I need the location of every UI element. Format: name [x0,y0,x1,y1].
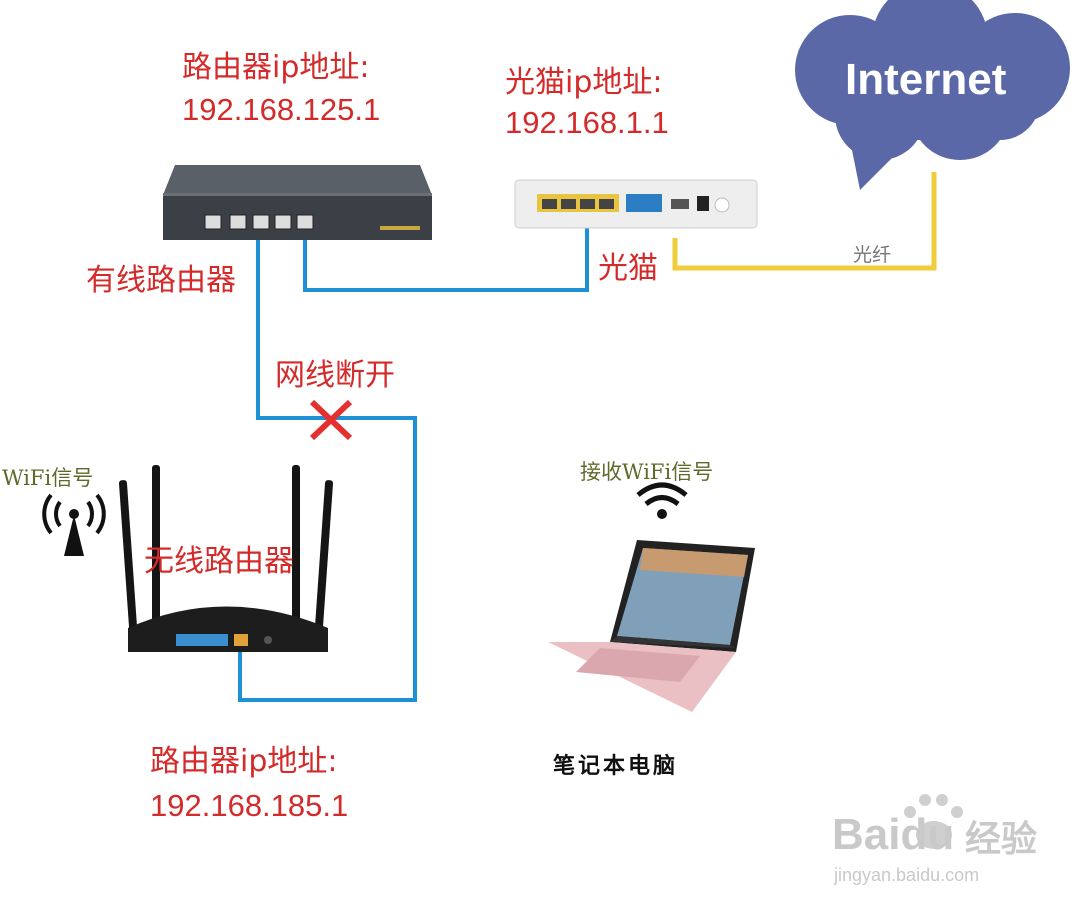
wireless-router-device [118,465,334,652]
modem-ip: 192.168.1.1 [505,105,669,140]
modem-name: 光猫 [598,251,658,286]
wired-router-name: 有线路由器 [86,263,236,298]
wifi-signal-icon [636,482,688,519]
modem-to-router-cable [303,218,589,292]
watermark-brand: Baidu [832,810,955,859]
laptop-receive-label: 接收WiFi信号 [580,460,714,484]
laptop-name: 笔记本电脑 [553,753,679,779]
wired-router-ip-title: 路由器ip地址: [182,50,370,85]
modem-device [514,179,758,229]
wireless-router-ip-title: 路由器ip地址: [150,744,338,779]
wired-router-device [163,165,432,240]
watermark-url: jingyan.baidu.com [834,865,980,885]
wifi-antenna-icon [42,493,106,556]
laptop-device [548,540,755,712]
disconnect-cross-icon [309,399,353,441]
wifi-signal-label: WiFi信号 [2,466,94,490]
fiber-label: 光纤 [853,244,892,266]
watermark-brand-cn: 经验 [965,818,1038,859]
fiber-cable [672,172,937,271]
router-to-wireless-cable [238,240,417,702]
cable-status-label: 网线断开 [275,358,395,393]
internet-label: Internet [845,55,1007,104]
wireless-router-ip: 192.168.185.1 [150,788,349,823]
wireless-router-name: 无线路由器 [144,544,294,579]
modem-ip-title: 光猫ip地址: [505,65,663,100]
wired-router-ip: 192.168.125.1 [182,92,381,127]
watermark-paw-icon [904,794,963,849]
internet-cloud [795,0,1070,190]
